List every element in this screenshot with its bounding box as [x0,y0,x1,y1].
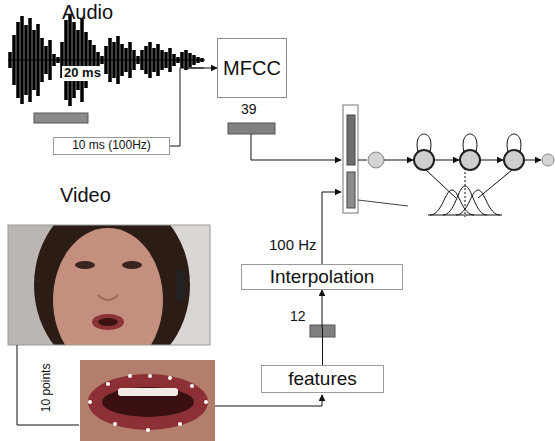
audio-part [347,115,355,165]
joint-vector [343,105,358,213]
process-box: Interpolation [241,264,403,290]
feature-bar [228,123,275,134]
hmm-wire [358,160,367,161]
hmm-state [414,150,434,170]
gaussian-mixture [428,168,502,217]
point-count: 10 points [40,364,54,413]
hmm-transitions [384,134,541,198]
mouth-photo [80,360,215,441]
section-title: Audio [62,1,113,24]
dimension-number: 12 [290,308,306,324]
hmm-state [542,154,554,166]
connector [170,68,217,146]
hmm-state [504,150,524,170]
hmm-state [368,152,384,168]
box-text: 10 ms (100Hz) [72,139,151,153]
waveform-axis [8,60,205,61]
connector [322,290,324,365]
dimension-number: 39 [241,101,257,117]
photo-frame [8,225,210,345]
box-text: Interpolation [270,266,375,288]
box-text: MFCC [223,57,281,80]
window-bar [34,113,88,123]
window-length: 20 ms [62,66,103,81]
process-box: MFCC [217,38,287,98]
rate-label: 100 Hz [269,236,317,253]
audio-feature-wire [251,134,341,160]
leader-line [358,200,408,206]
face-photo [8,225,210,345]
rate-box: 10 ms (100Hz) [53,137,170,155]
process-box: features [261,365,384,393]
hmm-state [460,150,480,170]
section-title: Video [60,184,111,207]
video-part [347,172,355,208]
box-text: features [288,368,357,390]
